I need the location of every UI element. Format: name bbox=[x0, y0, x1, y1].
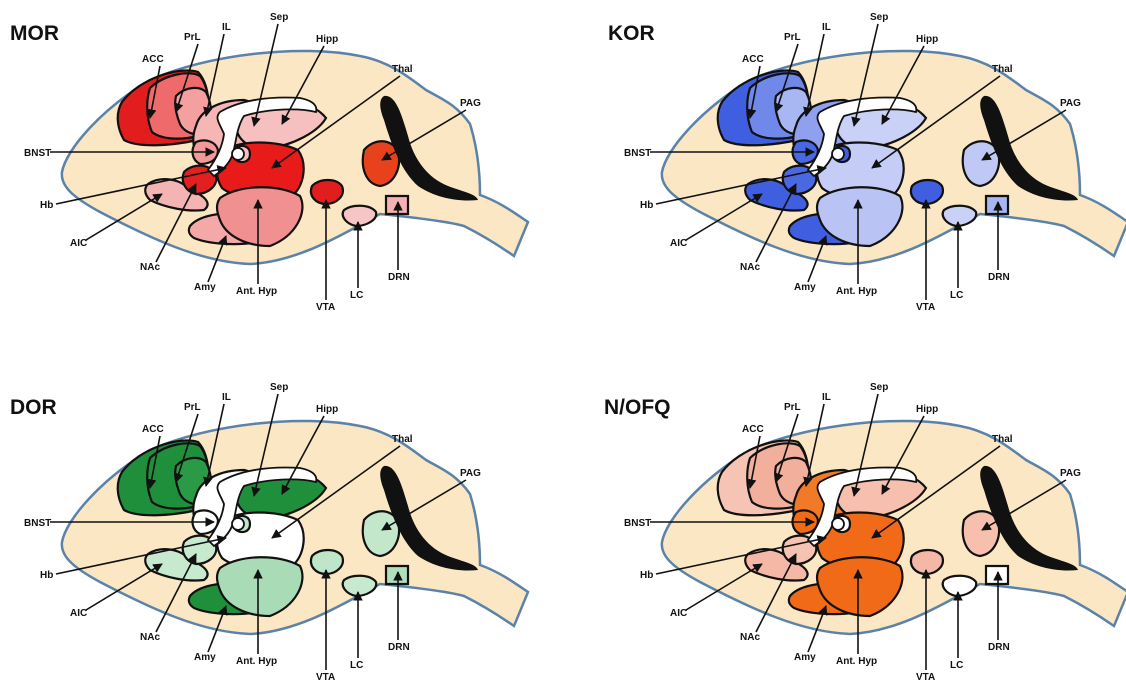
label-acc: ACC bbox=[742, 54, 764, 65]
label-il: IL bbox=[822, 392, 831, 403]
label-hipp: Hipp bbox=[316, 404, 338, 415]
label-drn: DRN bbox=[388, 272, 410, 283]
label-sep: Sep bbox=[270, 12, 288, 23]
label-amy: Amy bbox=[194, 282, 216, 293]
label-hb: Hb bbox=[40, 200, 53, 211]
region-drn bbox=[986, 566, 1008, 584]
label-hipp: Hipp bbox=[916, 404, 938, 415]
label-acc: ACC bbox=[142, 424, 164, 435]
label-thal: Thal bbox=[392, 434, 413, 445]
region-vta bbox=[311, 180, 343, 204]
label-hipp: Hipp bbox=[316, 34, 338, 45]
label-nac: NAc bbox=[140, 262, 160, 273]
anterior-commissure bbox=[832, 148, 844, 160]
label-hb: Hb bbox=[640, 200, 653, 211]
label-sep: Sep bbox=[870, 12, 888, 23]
label-nac: NAc bbox=[140, 632, 160, 643]
label-anthyp: Ant. Hyp bbox=[236, 286, 277, 297]
region-vta bbox=[911, 180, 943, 204]
label-acc: ACC bbox=[742, 424, 764, 435]
label-hb: Hb bbox=[40, 570, 53, 581]
label-aic: AIC bbox=[70, 608, 87, 619]
region-pag bbox=[963, 141, 999, 186]
panel-title-kor: KOR bbox=[608, 22, 655, 45]
label-bnst: BNST bbox=[624, 518, 651, 529]
anterior-commissure bbox=[832, 518, 844, 530]
label-aic: AIC bbox=[670, 238, 687, 249]
label-drn: DRN bbox=[988, 272, 1010, 283]
region-lc bbox=[943, 206, 976, 226]
label-prl: PrL bbox=[784, 32, 801, 43]
anterior-commissure bbox=[232, 148, 244, 160]
label-amy: Amy bbox=[194, 652, 216, 663]
label-prl: PrL bbox=[184, 402, 201, 413]
brain-panel-dor: ACC PrL IL SepHippThalPAG BNST HbAIC NAcAmy Ant… bbox=[24, 382, 528, 681]
label-nac: NAc bbox=[740, 262, 760, 273]
label-prl: PrL bbox=[784, 402, 801, 413]
region-lc bbox=[343, 576, 376, 596]
label-vta: VTA bbox=[316, 672, 335, 681]
label-sep: Sep bbox=[270, 382, 288, 393]
label-amy: Amy bbox=[794, 282, 816, 293]
label-anthyp: Ant. Hyp bbox=[836, 286, 877, 297]
label-pag: PAG bbox=[1060, 468, 1081, 479]
region-lc bbox=[943, 576, 976, 596]
region-drn bbox=[386, 196, 408, 214]
label-aic: AIC bbox=[70, 238, 87, 249]
label-aic: AIC bbox=[670, 608, 687, 619]
label-pag: PAG bbox=[460, 98, 481, 109]
label-drn: DRN bbox=[388, 642, 410, 653]
label-nac: NAc bbox=[740, 632, 760, 643]
label-il: IL bbox=[222, 22, 231, 33]
region-vta bbox=[311, 550, 343, 574]
label-lc: LC bbox=[950, 290, 963, 301]
label-pag: PAG bbox=[460, 468, 481, 479]
label-acc: ACC bbox=[142, 54, 164, 65]
label-drn: DRN bbox=[988, 642, 1010, 653]
label-amy: Amy bbox=[794, 652, 816, 663]
label-thal: Thal bbox=[392, 64, 413, 75]
anterior-commissure bbox=[232, 518, 244, 530]
label-il: IL bbox=[222, 392, 231, 403]
brain-panel-nofq: ACC PrL IL SepHippThalPAG BNST HbAIC NAcAmy Ant… bbox=[624, 382, 1126, 681]
panel-title-dor: DOR bbox=[10, 396, 57, 419]
region-pag bbox=[363, 141, 399, 186]
label-thal: Thal bbox=[992, 64, 1013, 75]
region-drn bbox=[386, 566, 408, 584]
label-hipp: Hipp bbox=[916, 34, 938, 45]
region-pag bbox=[363, 511, 399, 556]
region-pag bbox=[963, 511, 999, 556]
label-hb: Hb bbox=[640, 570, 653, 581]
label-pag: PAG bbox=[1060, 98, 1081, 109]
label-vta: VTA bbox=[916, 302, 935, 313]
label-prl: PrL bbox=[184, 32, 201, 43]
label-sep: Sep bbox=[870, 382, 888, 393]
label-vta: VTA bbox=[316, 302, 335, 313]
label-lc: LC bbox=[950, 660, 963, 671]
region-vta bbox=[911, 550, 943, 574]
label-thal: Thal bbox=[992, 434, 1013, 445]
label-bnst: BNST bbox=[24, 148, 51, 159]
label-vta: VTA bbox=[916, 672, 935, 681]
label-anthyp: Ant. Hyp bbox=[836, 656, 877, 667]
label-bnst: BNST bbox=[624, 148, 651, 159]
panel-title-mor: MOR bbox=[10, 22, 59, 45]
panel-title-nofq: N/OFQ bbox=[604, 396, 671, 419]
label-anthyp: Ant. Hyp bbox=[236, 656, 277, 667]
region-lc bbox=[343, 206, 376, 226]
region-drn bbox=[986, 196, 1008, 214]
label-lc: LC bbox=[350, 660, 363, 671]
label-bnst: BNST bbox=[24, 518, 51, 529]
label-lc: LC bbox=[350, 290, 363, 301]
label-il: IL bbox=[822, 22, 831, 33]
